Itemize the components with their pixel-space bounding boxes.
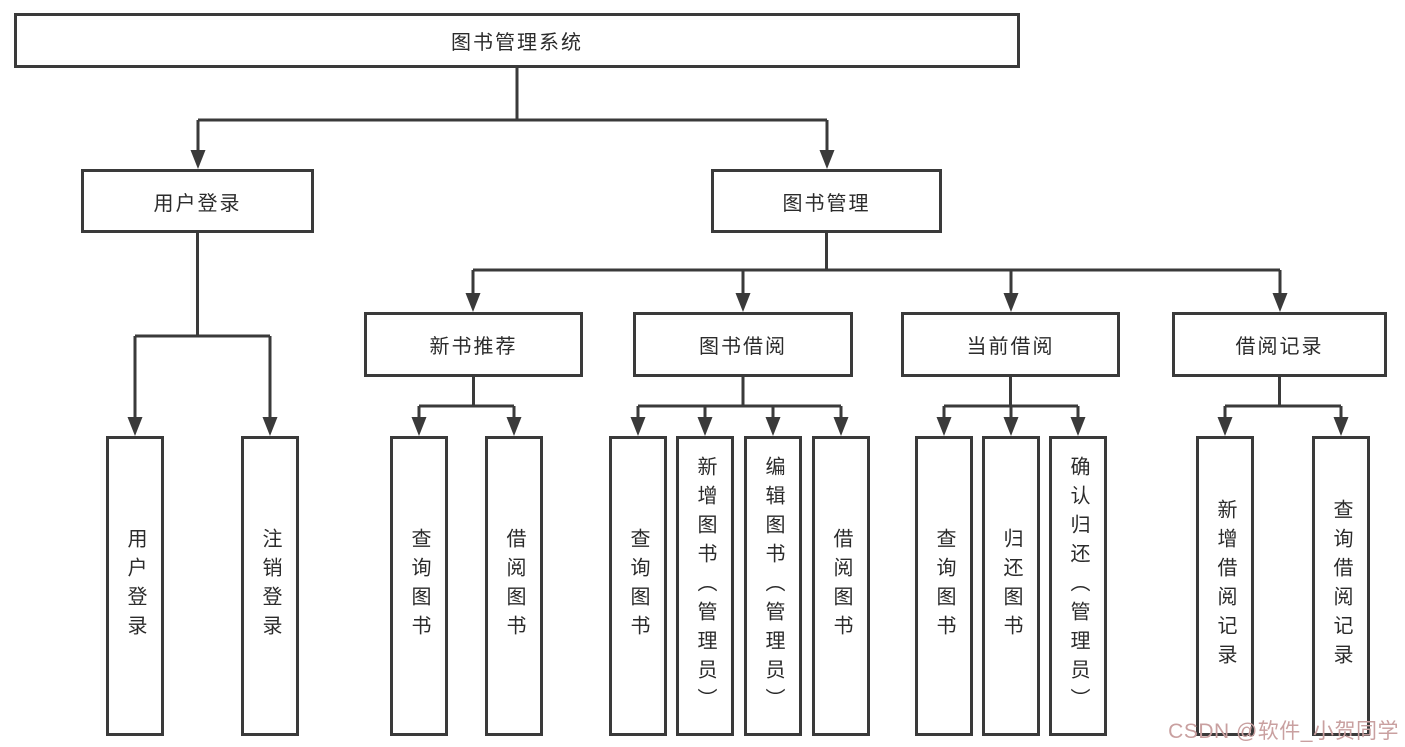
node-book-borrow: 图书借阅 — [633, 312, 853, 377]
node-label: 图书管理系统 — [451, 32, 583, 54]
connector-recommend-to-leaves — [417, 377, 516, 418]
node-label: 注销登录 — [259, 528, 281, 644]
arrowhead — [1003, 293, 1019, 312]
node-book-management: 图书管理 — [711, 169, 942, 233]
arrowhead — [1003, 417, 1019, 436]
connector-current-to-leaves — [942, 377, 1080, 418]
arrowhead — [127, 417, 143, 436]
arrowhead — [735, 293, 751, 312]
arrowhead — [1272, 293, 1288, 312]
arrowhead — [936, 417, 952, 436]
arrowheads — [127, 150, 1349, 436]
leaf-records-add-record: 新增借阅记录 — [1196, 436, 1254, 736]
node-label: 借阅图书 — [503, 528, 525, 644]
arrowhead — [630, 417, 646, 436]
arrowhead — [1217, 417, 1233, 436]
leaf-logout: 注销登录 — [241, 436, 299, 736]
connector-records-to-leaves — [1223, 377, 1343, 418]
leaf-borrow-borrow-books: 借阅图书 — [812, 436, 870, 736]
node-current-borrow: 当前借阅 — [901, 312, 1120, 377]
node-label: 用户登录 — [124, 528, 146, 644]
leaf-borrow-edit-books-admin: 编辑图书（管理员） — [744, 436, 802, 736]
node-label: 新增图书（管理员） — [694, 455, 716, 717]
arrowhead — [697, 417, 713, 436]
arrowhead — [819, 150, 835, 169]
arrowhead — [833, 417, 849, 436]
leaf-current-confirm-return-admin: 确认归还（管理员） — [1049, 436, 1107, 736]
arrowhead — [765, 417, 781, 436]
node-label: 查询借阅记录 — [1330, 499, 1352, 673]
node-label: 新书推荐 — [429, 336, 518, 358]
connector-root-to-level2 — [196, 68, 829, 151]
leaf-user-login: 用户登录 — [106, 436, 164, 736]
leaf-current-return-books: 归还图书 — [982, 436, 1040, 736]
leaf-borrow-query-books: 查询图书 — [609, 436, 667, 736]
node-label: 编辑图书（管理员） — [762, 455, 784, 717]
node-label: 查询图书 — [627, 528, 649, 644]
arrowhead — [411, 417, 427, 436]
node-label: 查询图书 — [408, 528, 430, 644]
arrowhead — [190, 150, 206, 169]
leaf-recommend-borrow-books: 借阅图书 — [485, 436, 543, 736]
node-label: 用户登录 — [153, 192, 242, 215]
leaf-records-query-record: 查询借阅记录 — [1312, 436, 1370, 736]
node-label: 借阅图书 — [830, 528, 852, 644]
arrowhead — [1333, 417, 1349, 436]
arrowhead — [506, 417, 522, 436]
node-borrow-records: 借阅记录 — [1172, 312, 1387, 377]
node-label: 图书管理 — [782, 192, 871, 215]
connector-login-to-leaves — [133, 233, 272, 418]
connector-borrow-to-leaves — [636, 377, 843, 418]
arrowhead — [465, 293, 481, 312]
node-label: 图书借阅 — [699, 336, 787, 358]
node-label: 新增借阅记录 — [1214, 499, 1236, 673]
arrowhead — [262, 417, 278, 436]
arrowhead — [1070, 417, 1086, 436]
node-user-login: 用户登录 — [81, 169, 314, 233]
leaf-current-query-books: 查询图书 — [915, 436, 973, 736]
node-library-system: 图书管理系统 — [14, 13, 1020, 68]
leaf-recommend-query-books: 查询图书 — [390, 436, 448, 736]
node-label: 查询图书 — [933, 528, 955, 644]
node-label: 确认归还（管理员） — [1067, 455, 1089, 717]
connector-bookmgmt-to-level3 — [471, 233, 1282, 294]
node-label: 借阅记录 — [1235, 336, 1324, 358]
leaf-borrow-add-books-admin: 新增图书（管理员） — [676, 436, 734, 736]
node-new-book-recommend: 新书推荐 — [364, 312, 583, 377]
node-label: 当前借阅 — [966, 336, 1055, 358]
node-label: 归还图书 — [1000, 528, 1022, 644]
